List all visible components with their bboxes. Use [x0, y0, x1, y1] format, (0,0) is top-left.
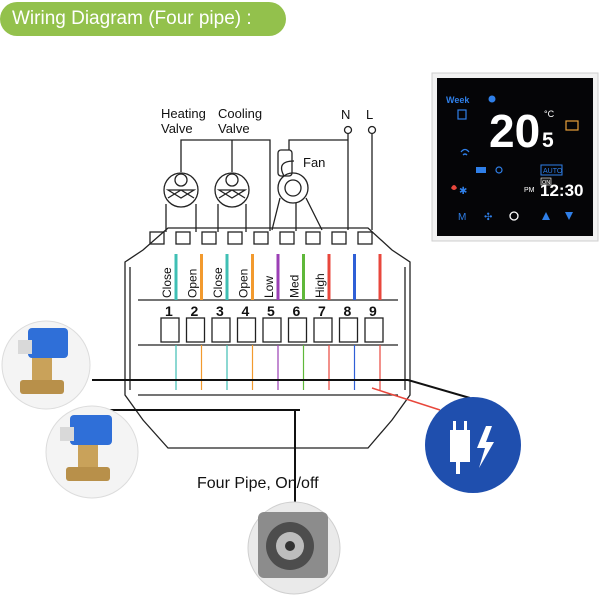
thermostat-lock-icon — [495, 166, 503, 174]
terminal-8: 8 — [338, 254, 359, 390]
terminal-number-1: 1 — [165, 303, 173, 319]
terminal-number-7: 7 — [318, 303, 326, 319]
terminal-5: 5 Low — [262, 254, 282, 390]
live-terminal-icon — [367, 125, 377, 135]
power-supply-badge — [425, 397, 521, 493]
cooling-valve-actuator-image — [45, 405, 139, 499]
thermostat-day-label: Week — [446, 95, 470, 105]
terminal-6: 6 Med — [287, 254, 308, 390]
neutral-terminal-icon — [343, 125, 353, 135]
terminal-number-4: 4 — [242, 303, 250, 319]
top-wiring — [163, 125, 377, 232]
terminal-screw-1 — [160, 317, 180, 343]
thermostat-fan-button-icon: ✣ — [484, 212, 492, 223]
terminal-3: 3 Close — [211, 254, 231, 390]
terminal-screw-8 — [338, 317, 359, 343]
terminal-number-8: 8 — [344, 303, 352, 319]
external-wiring — [92, 379, 471, 507]
heating-valve-actuator-image — [1, 320, 91, 410]
terminal-number-2: 2 — [191, 303, 199, 319]
thermostat-unit: °C — [544, 109, 555, 119]
terminal-screw-2 — [185, 317, 206, 343]
terminal-screw-6 — [287, 317, 308, 343]
terminal-block — [124, 227, 411, 449]
cooling-valve-label-line2: Valve — [218, 121, 250, 136]
plug-icon — [450, 430, 470, 474]
terminal-label-2: Open — [186, 269, 200, 298]
heating-valve-label-line1: Heating — [161, 106, 206, 121]
diagram-caption: Four Pipe, On/off — [197, 475, 319, 492]
diagram-title-banner: Wiring Diagram (Four pipe) : — [0, 2, 286, 36]
terminal-number-9: 9 — [369, 303, 377, 319]
terminal-number-6: 6 — [293, 303, 301, 319]
terminal-1: 1 Close — [160, 254, 180, 390]
terminal-label-6: Med — [288, 275, 302, 298]
wifi-icon — [460, 148, 470, 156]
heating-valve-label-line2: Valve — [161, 121, 193, 136]
live-label: L — [366, 107, 373, 122]
lightning-icon — [477, 426, 494, 468]
neutral-label: N — [341, 107, 350, 122]
thermostat-heating-icon — [565, 120, 579, 131]
terminal-group: 1 Close 2 Open 3 Close 4 Open 5 Low 6 Med 7 High 8 9 — [160, 254, 384, 390]
terminal-number-5: 5 — [267, 303, 275, 319]
thermostat-power-button-icon — [509, 211, 519, 221]
terminal-screw-5 — [262, 317, 282, 343]
terminal-4: 4 Open — [236, 254, 257, 390]
terminal-2: 2 Open — [185, 254, 206, 390]
cooling-valve-label-line1: Cooling — [218, 106, 262, 121]
thermostat-fan-speed-icon — [476, 167, 486, 173]
thermostat-mode-button-icon: M — [458, 212, 466, 223]
terminal-screw-9 — [364, 317, 384, 343]
fan-label: Fan — [303, 155, 325, 170]
cooling-valve-motor-icon — [225, 173, 239, 187]
terminal-screw-7 — [313, 317, 333, 343]
terminal-label-7: High — [313, 273, 327, 298]
terminal-7: 7 High — [313, 254, 333, 390]
thermostat-schedule-icon — [488, 95, 496, 103]
thermostat-down-button-icon — [565, 212, 573, 220]
thermostat-time: 12:30 — [540, 181, 583, 200]
thermostat-temperature: 20 — [489, 105, 540, 157]
thermostat-snowflake-icon: ✱ — [459, 186, 467, 197]
terminal-label-3: Close — [211, 267, 225, 298]
thermostat-calendar-icon — [457, 109, 467, 120]
thermostat-panel: Week 20 5 °C AUTO ON PM 12:30 ✱ M ✣ — [431, 72, 599, 242]
terminal-label-4: Open — [237, 269, 251, 298]
thermostat-up-button-icon — [542, 212, 550, 220]
terminal-screw-3 — [211, 317, 231, 343]
thermostat-am-pm: PM — [524, 187, 535, 194]
terminal-screw-4 — [236, 317, 257, 343]
thermostat-temperature-decimal: 5 — [542, 129, 554, 152]
terminal-label-1: Close — [160, 267, 174, 298]
terminal-9: 9 — [364, 254, 384, 390]
fan-motor-image — [247, 501, 341, 595]
thermostat-on-label: ON — [542, 180, 550, 186]
terminal-number-3: 3 — [216, 303, 224, 319]
thermostat-mode: AUTO — [543, 168, 563, 175]
terminal-label-5: Low — [262, 276, 276, 298]
thermostat-flame-icon — [451, 185, 457, 190]
heating-valve-motor-icon — [174, 173, 188, 187]
